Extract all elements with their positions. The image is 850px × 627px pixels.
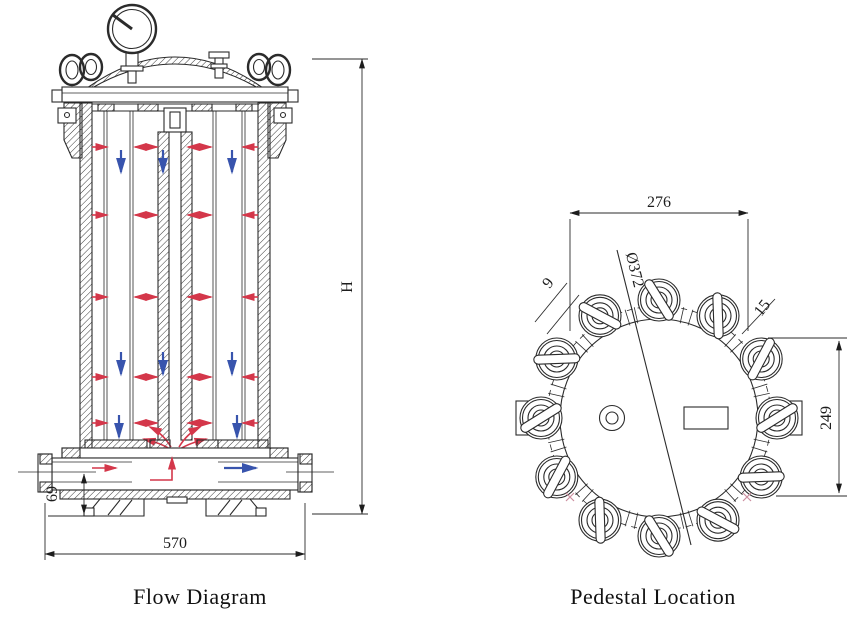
- flange-slot: [575, 483, 588, 496]
- riser-arrow: [150, 455, 177, 481]
- tube-sheet-top: [92, 103, 258, 112]
- base-manifold: [18, 447, 334, 500]
- bolt-handle: [594, 496, 606, 544]
- flange-slot: [753, 392, 770, 398]
- bolt-handle: [578, 302, 622, 330]
- bolt-handle: [696, 506, 740, 534]
- drawing-svg: 69 570 H: [18, 3, 847, 560]
- flange-slot: [753, 438, 770, 444]
- bolt-handle: [737, 471, 785, 483]
- flange-slot: [687, 510, 694, 527]
- swing-bolt: [637, 278, 681, 322]
- flow-dimensions: 69 570 H: [44, 58, 368, 560]
- dim-inlet-height: 69: [44, 486, 61, 502]
- swing-bolt: [533, 337, 581, 381]
- flange-slot: [575, 340, 588, 353]
- flange-slot: [730, 483, 743, 496]
- support-legs: [83, 496, 267, 517]
- swing-bolt: [535, 455, 579, 499]
- swing-bolt: [696, 498, 740, 542]
- dim-total-height: H: [339, 281, 356, 293]
- flange-slot: [624, 309, 631, 326]
- flange-slot: [730, 340, 743, 353]
- diameter-leader-line: [616, 249, 692, 546]
- flow-arrows: [92, 142, 258, 440]
- swing-bolt: [739, 337, 783, 381]
- bolt-handle: [644, 279, 674, 321]
- shell-walls: [79, 102, 271, 449]
- flange-slot: [751, 383, 768, 390]
- nameplate-slot: [683, 406, 729, 430]
- swing-bolt: [519, 396, 563, 440]
- dim-vertical-span: 249: [818, 406, 835, 430]
- dim-bolt-span: 276: [647, 194, 671, 211]
- bolt-handle: [533, 353, 581, 365]
- bolt-handle: [747, 337, 775, 381]
- flange-slot: [687, 309, 694, 326]
- flow-diagram-caption: Flow Diagram: [133, 584, 267, 609]
- flange-slot: [751, 446, 768, 453]
- top-flange: [51, 86, 299, 103]
- bolt-handle: [712, 292, 724, 340]
- flange-lug-left: [57, 102, 83, 159]
- swing-bolt: [755, 396, 799, 440]
- bolt-handle: [756, 403, 798, 433]
- registration-marks: [565, 492, 752, 502]
- dim-base-width: 570: [163, 535, 187, 552]
- lifting-eye-left: [58, 52, 104, 87]
- flange-slot: [724, 489, 737, 502]
- dim-slot-width: 9: [539, 275, 557, 292]
- vent-hole: [598, 404, 626, 432]
- vessel-dome: [85, 56, 265, 89]
- pedestal-location-view: 276 Ø372 9 15 249: [515, 194, 847, 558]
- pressure-gauge: [106, 3, 158, 84]
- flange-slot: [581, 334, 594, 347]
- vent-hole-bore: [605, 411, 619, 425]
- flange-slot: [548, 392, 565, 398]
- swing-bolt: [637, 514, 681, 558]
- vent-valve: [208, 51, 230, 79]
- swing-bolt: [737, 455, 785, 499]
- bolt-handle: [644, 515, 674, 557]
- pedestal-location-caption: Pedestal Location: [570, 584, 736, 609]
- dim-offset-angle: 15: [751, 297, 774, 320]
- swing-bolt: [696, 292, 740, 340]
- filter-cartridges: [103, 111, 246, 440]
- swing-bolt-ring: [519, 278, 799, 558]
- lifting-eye-right: [246, 52, 292, 87]
- flange-lug-right: [267, 102, 293, 159]
- swing-bolt: [578, 496, 622, 544]
- flange-slot: [679, 307, 685, 324]
- flange-slot: [550, 383, 567, 390]
- flange-slot: [550, 446, 567, 453]
- flange-slot: [724, 334, 737, 347]
- base-flow-arrows: [92, 455, 259, 481]
- flange-slot: [633, 307, 639, 324]
- flange-slot: [548, 438, 565, 444]
- swing-bolt: [578, 294, 622, 338]
- flange-slot: [679, 512, 685, 529]
- flange-slot: [633, 512, 639, 529]
- flange-slot: [624, 510, 631, 527]
- bolt-handle: [520, 403, 562, 433]
- bolt-handle: [543, 455, 571, 499]
- flange-slot: [581, 489, 594, 502]
- flow-diagram-view: 69 570 H: [18, 3, 368, 560]
- gauge-needle-icon: [112, 13, 133, 31]
